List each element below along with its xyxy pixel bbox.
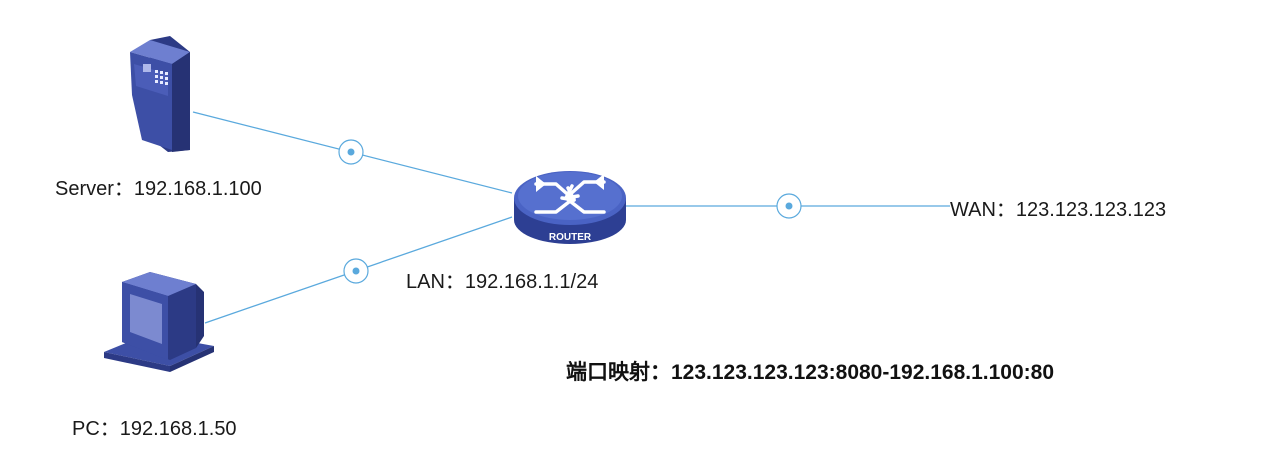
router-badge: ROUTER bbox=[549, 232, 592, 243]
router-icon bbox=[514, 171, 626, 244]
server-label: Server：192.168.1.100 bbox=[55, 178, 262, 200]
server-icon bbox=[130, 36, 190, 152]
link-node-icon bbox=[338, 139, 364, 165]
link-node-icon bbox=[776, 193, 802, 219]
pc-icon bbox=[104, 272, 214, 372]
link-node-icon bbox=[343, 258, 369, 284]
pc-label: PC：192.168.1.50 bbox=[72, 418, 237, 440]
port-mapping-label: 端口映射：123.123.123.123:8080-192.168.1.100:… bbox=[566, 361, 1055, 384]
wan-label: WAN：123.123.123.123 bbox=[950, 199, 1167, 221]
lan-label: LAN：192.168.1.1/24 bbox=[406, 271, 599, 293]
